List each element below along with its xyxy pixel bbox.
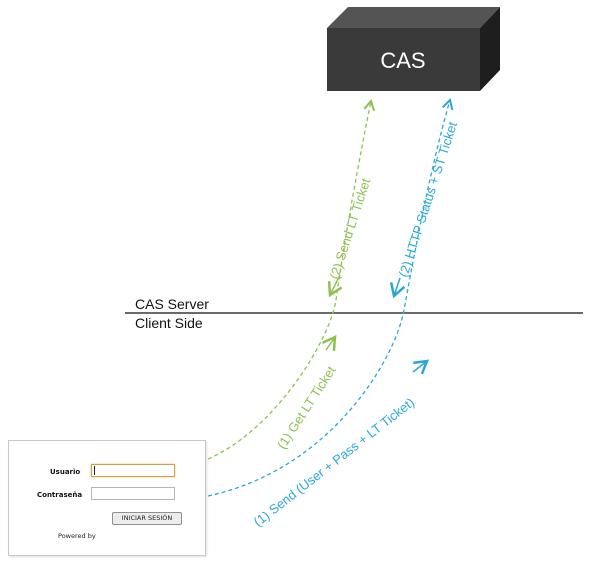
password-label: Contraseña <box>37 491 83 499</box>
zone-label-server: CAS Server <box>135 296 209 312</box>
label-http-status: (2) HTTP Status + ST Ticket <box>396 119 461 278</box>
username-label: Usuario <box>50 468 81 476</box>
label-send-credentials: (1) Send (User + Pass + LT Ticket) <box>251 395 418 530</box>
cas-box-top <box>327 7 500 28</box>
flow-line-send-credentials <box>207 100 450 497</box>
login-button[interactable]: INICIAR SESIÓN <box>112 512 182 525</box>
cas-box-front <box>327 28 480 91</box>
flow-line-get-lt <box>207 101 371 460</box>
cas-server-box: CAS <box>327 7 500 91</box>
zone-label-client: Client Side <box>135 315 203 331</box>
label-send-lt-ticket: (2) Send LT Ticket <box>327 176 374 281</box>
flow-arrow-green-return <box>330 274 340 295</box>
text-caret <box>94 466 95 475</box>
cas-box-side <box>480 7 500 91</box>
cas-box-label: CAS <box>380 48 425 73</box>
label-get-lt-ticket: (1) Get LT Ticket <box>274 363 339 452</box>
username-input[interactable] <box>91 464 175 477</box>
flow-arrow-green-up <box>326 337 335 350</box>
flow-arrow-blue-return <box>394 277 400 296</box>
powered-by-text: Powered by <box>58 532 96 540</box>
flow-arrow-blue-up <box>412 361 427 372</box>
password-input[interactable] <box>91 487 175 500</box>
login-form: Usuario Contraseña INICIAR SESIÓN Powere… <box>8 440 206 556</box>
